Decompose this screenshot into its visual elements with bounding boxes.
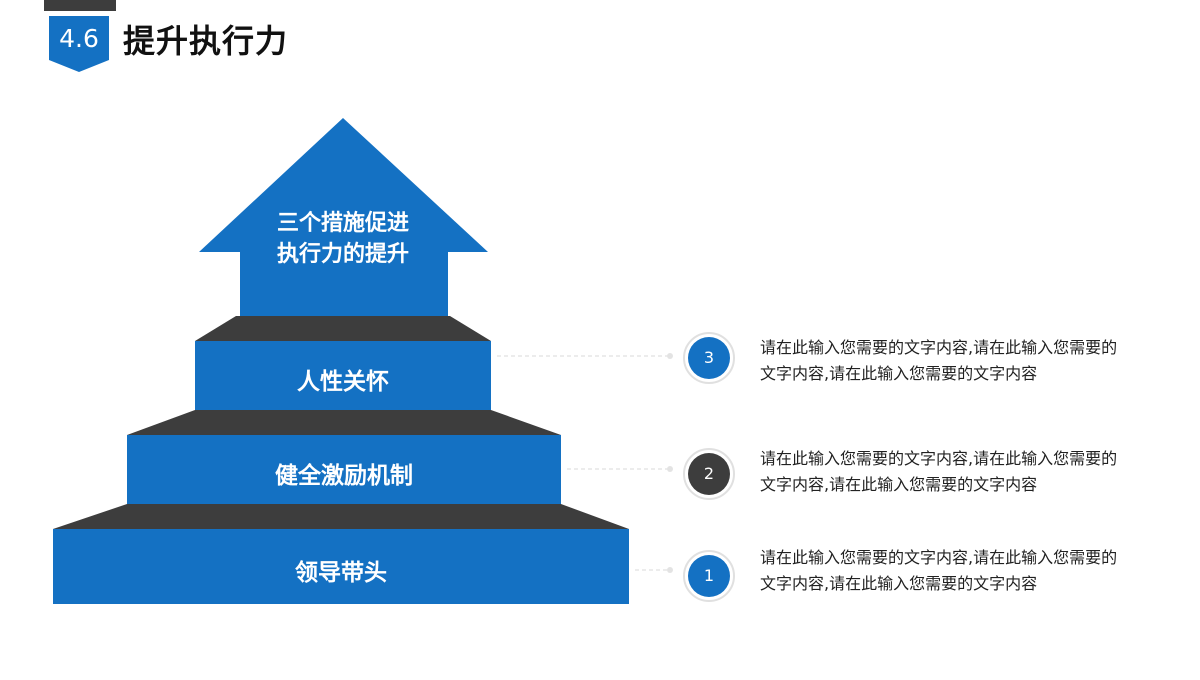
connector-dot-2	[667, 466, 673, 472]
step-label-1: 领导带头	[295, 560, 387, 586]
step-2-top-face	[127, 410, 561, 435]
connector-dot-1	[667, 567, 673, 573]
arrow-label: 三个措施促进执行力的提升	[276, 211, 409, 267]
step-label-3: 人性关怀	[297, 369, 389, 395]
number-circle-2	[688, 453, 730, 495]
number-circle-1	[688, 555, 730, 597]
page-title: 提升执行力	[123, 22, 289, 60]
description-3: 请在此输入您需要的文字内容,请在此输入您需要的文字内容,请在此输入您需要的文字内…	[760, 338, 1118, 383]
step-3-top-face	[195, 316, 491, 341]
number-label-1: 1	[703, 566, 715, 585]
number-label-3: 3	[703, 348, 715, 367]
step-label-2: 健全激励机制	[275, 463, 413, 489]
step-1-front	[53, 529, 629, 604]
description-2: 请在此输入您需要的文字内容,请在此输入您需要的文字内容,请在此输入您需要的文字内…	[760, 449, 1118, 494]
number-circle-3	[688, 337, 730, 379]
section-number: 4.6	[59, 24, 99, 53]
section-badge	[49, 16, 109, 72]
arrow-shape	[199, 118, 488, 318]
connector-dot-3	[667, 353, 673, 359]
description-1: 请在此输入您需要的文字内容,请在此输入您需要的文字内容,请在此输入您需要的文字内…	[760, 548, 1118, 593]
step-1-top-face	[53, 504, 629, 529]
header-accent-bar	[44, 0, 116, 11]
step-3-front	[195, 341, 491, 410]
step-2-front	[127, 435, 561, 504]
number-label-2: 2	[703, 464, 715, 483]
